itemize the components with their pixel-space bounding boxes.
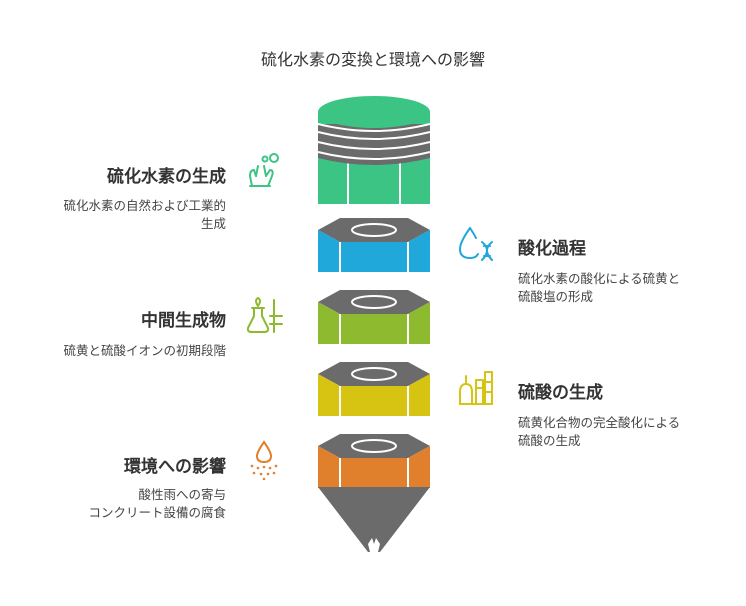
stage-desc-line: 硫化水素の自然および工業的 [63,198,226,213]
stage-5-body [318,446,430,488]
stage-2-cap [318,218,430,242]
stage-2-ring [351,223,397,237]
stage-1-lid-stripe [317,141,431,150]
stage-desc-5: 酸性雨への寄与 コンクリート設備の腐食 [88,486,226,522]
stage-title-1: 硫化水素の生成 [107,167,226,187]
stage-desc-line: 酸性雨への寄与 [138,487,226,502]
stage-4-body [318,374,430,416]
stage-4-cap [318,362,430,386]
stage-1-top-rim [318,112,430,124]
stage-desc-line: 生成 [200,216,226,231]
funnel-cone [318,487,430,552]
factory-icon [459,371,493,405]
stage-desc-4: 硫黄化合物の完全酸化による 硫酸の生成 [518,414,680,450]
cone-body [318,487,430,552]
stage-3-body [318,302,430,344]
stage-5-ring [351,439,397,453]
stage-title-5: 環境への影響 [124,457,226,477]
stage-desc-line: コンクリート設備の腐食 [88,505,226,520]
stage-desc-2: 硫化水素の酸化による硫黄と 硫酸塩の形成 [518,270,680,306]
stage-1-lid-stripe [317,131,431,140]
cone-drip [368,538,380,552]
stage-2-layer [318,218,430,272]
stage-3-layer [318,290,430,344]
stage-desc-line: 硫黄化合物の完全酸化による [518,415,681,430]
stage-5-layer [318,434,430,488]
stage-1-top-edge [317,123,431,132]
stage-desc-line: 硫酸の生成 [518,433,581,448]
rain-drop-icon [250,440,278,480]
stage-1-cylinder [317,96,431,204]
stage-desc-1: 硫化水素の自然および工業的 生成 [63,197,226,233]
stage-title-2: 酸化過程 [518,239,586,259]
stage-title-3: 中間生成物 [141,311,226,331]
flask-plant-icon [246,297,283,333]
stage-1-lid-stripe [317,151,431,160]
diagram-title: 硫化水素の変換と環境への影響 [260,50,485,69]
stage-3-cap [318,290,430,314]
stage-title-4: 硫酸の生成 [518,383,603,403]
drop-dna-icon [459,227,493,261]
stage-desc-line: 硫黄と硫酸イオンの初期段階 [63,343,226,358]
stage-desc-line: 硫酸塩の形成 [518,289,594,304]
stage-1-lid-band [318,122,430,165]
stage-desc-3: 硫黄と硫酸イオンの初期段階 [63,342,226,360]
stage-4-ring [351,367,397,381]
stage-3-ring [351,295,397,309]
stage-4-layer [318,362,430,416]
stage-2-body [318,230,430,272]
hands-bubbles-icon [249,153,279,187]
stage-5-cap [318,434,430,458]
stage-desc-line: 硫化水素の酸化による硫黄と [518,271,681,286]
